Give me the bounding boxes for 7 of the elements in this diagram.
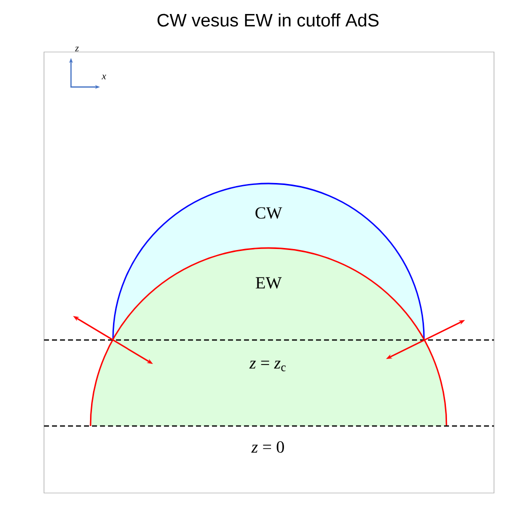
line-label: z = z$_{c}$ xyxy=(249,360,286,372)
axis-label: z xyxy=(74,46,79,52)
line-label: z = 0 xyxy=(251,441,284,453)
title: CW vesus EW in cutoff AdS xyxy=(158,13,379,27)
region-label: EW xyxy=(256,277,282,289)
axis-label: x xyxy=(102,74,106,80)
region-label: CW xyxy=(256,207,282,219)
